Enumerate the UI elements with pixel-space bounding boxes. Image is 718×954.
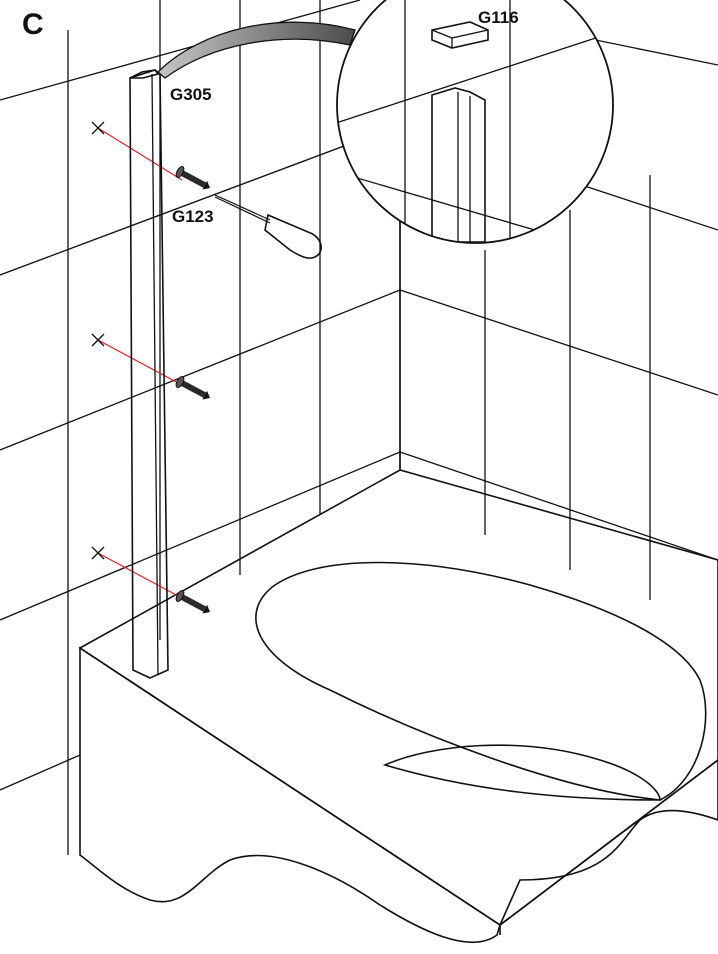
label-screw: G123 [172, 207, 214, 226]
detail-pointer-arrow [157, 21, 356, 79]
drill-points [91, 121, 183, 599]
magnifier-detail-circle [336, 0, 614, 244]
label-wall-profile: G305 [170, 85, 212, 104]
label-end-cap: G116 [478, 8, 519, 27]
screwdriver-icon [214, 194, 322, 259]
bathtub [78, 469, 718, 944]
screw-icon [175, 166, 211, 614]
wall-profile [129, 69, 169, 679]
end-cap [431, 21, 489, 49]
step-letter: C [22, 8, 44, 41]
